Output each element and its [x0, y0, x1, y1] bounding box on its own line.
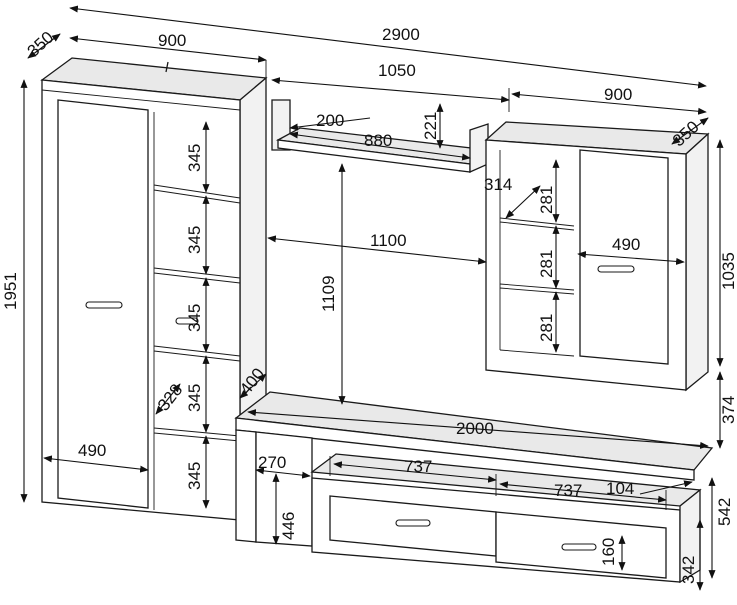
dim-542: 542 — [715, 498, 734, 526]
dim-221: 221 — [421, 112, 440, 140]
dim-104: 104 — [606, 479, 634, 498]
dim-1100: 1100 — [370, 231, 407, 250]
dim-900-left: 900 — [158, 31, 186, 50]
dim-490-right: 490 — [612, 235, 640, 254]
dim-2000: 2000 — [456, 419, 494, 438]
dim-345-a: 345 — [185, 144, 204, 172]
dim-446: 446 — [279, 512, 298, 540]
dim-1951: 1951 — [1, 272, 20, 310]
dim-374: 374 — [719, 396, 737, 424]
drawer-handle-icon — [395, 519, 431, 527]
dim-900-right: 900 — [604, 85, 632, 104]
dim-345-c: 345 — [185, 304, 204, 332]
dim-345-b: 345 — [185, 226, 204, 254]
door-handle-icon — [85, 301, 123, 309]
dim-880: 880 — [364, 131, 392, 150]
dim-314: 314 — [484, 175, 512, 194]
dim-737-b: 737 — [554, 481, 582, 500]
shelf-clip-icon — [175, 317, 199, 325]
drawer-handle-icon — [561, 543, 597, 551]
dim-281-a: 281 — [537, 186, 556, 214]
dim-2900: 2900 — [382, 25, 420, 44]
dim-281-c: 281 — [537, 314, 556, 342]
tv-stand — [234, 391, 714, 584]
right-wall-cabinet — [484, 121, 710, 392]
dim-737-a: 737 — [404, 457, 432, 476]
dim-270: 270 — [258, 453, 286, 472]
dim-350-left: 350 — [24, 28, 58, 61]
dimension-lines — [20, 5, 724, 591]
door-handle-icon — [597, 265, 635, 273]
dim-342: 342 — [679, 556, 698, 584]
dim-200: 200 — [316, 111, 344, 130]
dim-345-d: 345 — [185, 384, 204, 412]
dim-160: 160 — [599, 538, 618, 566]
dim-490-left: 490 — [78, 441, 106, 460]
dim-1035: 1035 — [719, 252, 737, 290]
dim-345-e: 345 — [185, 462, 204, 490]
left-tall-cabinet — [40, 57, 268, 522]
dim-1050: 1050 — [378, 61, 416, 80]
dim-1109: 1109 — [319, 275, 338, 312]
dim-281-b: 281 — [537, 250, 556, 278]
